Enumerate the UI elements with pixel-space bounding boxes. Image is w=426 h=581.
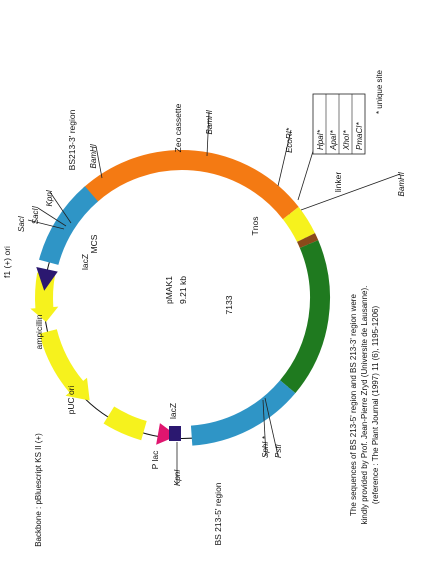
kpni-bottom-label: KpnI bbox=[173, 469, 182, 486]
psti-leader bbox=[264, 397, 279, 457]
plasmid-size: 9.21 kb bbox=[178, 276, 188, 304]
ampicillin-label: ampicillin bbox=[34, 314, 44, 349]
linker-site-box: HpaI* ApaI* XhoI* PmaCI* bbox=[312, 93, 366, 155]
linker-label: linker bbox=[333, 172, 343, 192]
sphi-label: SphI * bbox=[261, 435, 270, 458]
mcs-marker bbox=[36, 267, 58, 291]
backbone-label: Backbone : pBluescript KS II (+) bbox=[34, 433, 43, 547]
puc-ori-label: pUC ori bbox=[66, 385, 76, 414]
f1-ori-label: f1 (+) ori bbox=[2, 246, 12, 278]
sacii-label: SacII bbox=[31, 205, 40, 224]
bamhi-zeo-label: BamHI bbox=[205, 109, 214, 134]
lacz-top-label: lacZ bbox=[80, 254, 90, 270]
linker-site-3: XhoI* bbox=[342, 130, 351, 151]
plasmid-name: pMAK1 bbox=[164, 276, 174, 304]
bs213-3-region-segment bbox=[39, 186, 99, 266]
bamhi-top-label: BamHI bbox=[89, 143, 98, 168]
leader-lines bbox=[27, 111, 401, 484]
zeo-cassette-label: Zeo cassette bbox=[173, 103, 183, 152]
linker-site-2: ApaI* bbox=[329, 130, 338, 151]
position-marker: 7133 bbox=[224, 295, 234, 314]
green-segment bbox=[279, 240, 330, 394]
unique-site-footnote: * unique site bbox=[375, 69, 384, 114]
bs213-5-label: BS 213-5' region bbox=[213, 482, 223, 545]
bamhi-right-label: BamHI bbox=[397, 171, 406, 196]
bamhi-zeo-leader bbox=[206, 111, 210, 157]
zeo-cassette-segment bbox=[82, 150, 299, 220]
ecori-leader bbox=[277, 129, 292, 187]
bamhi-top-leader bbox=[95, 145, 103, 179]
sacii-leader bbox=[37, 207, 67, 227]
bs213-3-label: BS213-3' region bbox=[67, 109, 77, 170]
psti-label: PstI bbox=[274, 443, 283, 458]
bamhi-right-leader bbox=[300, 173, 401, 211]
sphi-leader bbox=[262, 399, 267, 457]
lacz-bottom-label: lacZ bbox=[168, 403, 178, 419]
kpni-top-leader bbox=[49, 191, 72, 224]
bs213-5-region-segment bbox=[190, 380, 296, 446]
linker-site-1: HpaI* bbox=[316, 129, 325, 150]
credit-line-2: kindly provided by Prof. Jean-Pierre Zry… bbox=[360, 286, 369, 525]
ecori-label: EcoRI* bbox=[285, 127, 294, 153]
tnos-label: Tnos bbox=[250, 217, 260, 236]
ampicillin-arrow bbox=[39, 329, 90, 401]
credit-line-3: (reference : The Plant Journal (1997) 11… bbox=[371, 306, 380, 505]
linker-site-4: PmaCI* bbox=[355, 122, 364, 150]
tnos-segment bbox=[282, 206, 316, 243]
tnos-junction-segment bbox=[297, 233, 319, 249]
lacz-box-marker bbox=[169, 426, 181, 441]
mcs-label: MCS bbox=[89, 234, 99, 253]
saci-leader bbox=[27, 219, 65, 230]
kpni-top-label: KpnI bbox=[45, 189, 54, 206]
f1-ori-arrow bbox=[30, 272, 59, 322]
saci-label: SacI bbox=[17, 215, 26, 232]
puc-ori-segment bbox=[103, 406, 148, 441]
plac-label: P lac bbox=[150, 450, 160, 469]
credit-line-1: The sequences of BS 213-5' region and BS… bbox=[349, 294, 358, 516]
plasmid-circle bbox=[30, 150, 330, 446]
plac-promoter-marker bbox=[156, 423, 178, 445]
